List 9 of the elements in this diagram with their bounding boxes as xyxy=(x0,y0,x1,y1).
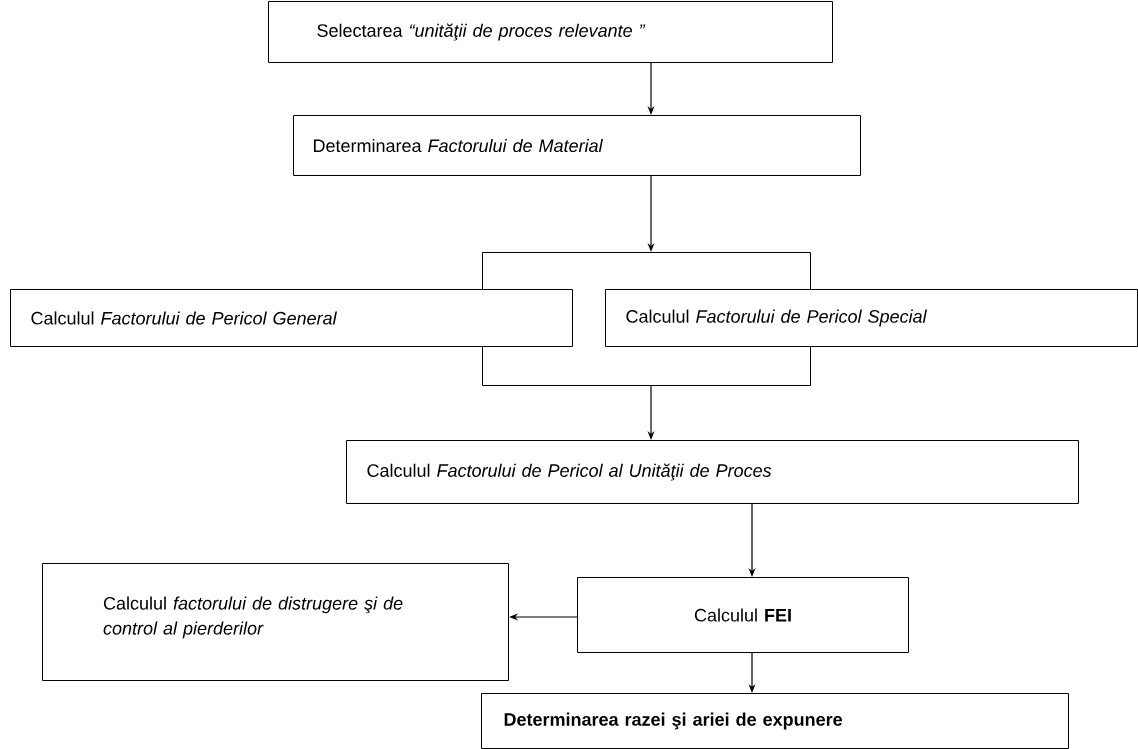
process-box: Determinarea Factorului de Material xyxy=(293,115,861,176)
process-box: Calculul FEI xyxy=(577,577,909,653)
process-box: Calculul Factorului de Pericol al Unităţii de Proces xyxy=(346,440,1079,504)
process-box: Calculul Factorului de Pericol General xyxy=(10,289,573,347)
result-box: Determinarea razei şi ariei de expunere xyxy=(481,693,1069,749)
process-box: Calculul factorului de distrugere şi de control al pierderilor xyxy=(42,563,509,681)
process-box: Selectarea “unităţii de proces relevante ” xyxy=(268,1,833,63)
process-box: Calculul Factorului de Pericol Special xyxy=(605,289,1138,347)
node-label: Calculul Factorului de Pericol Special xyxy=(626,309,927,327)
